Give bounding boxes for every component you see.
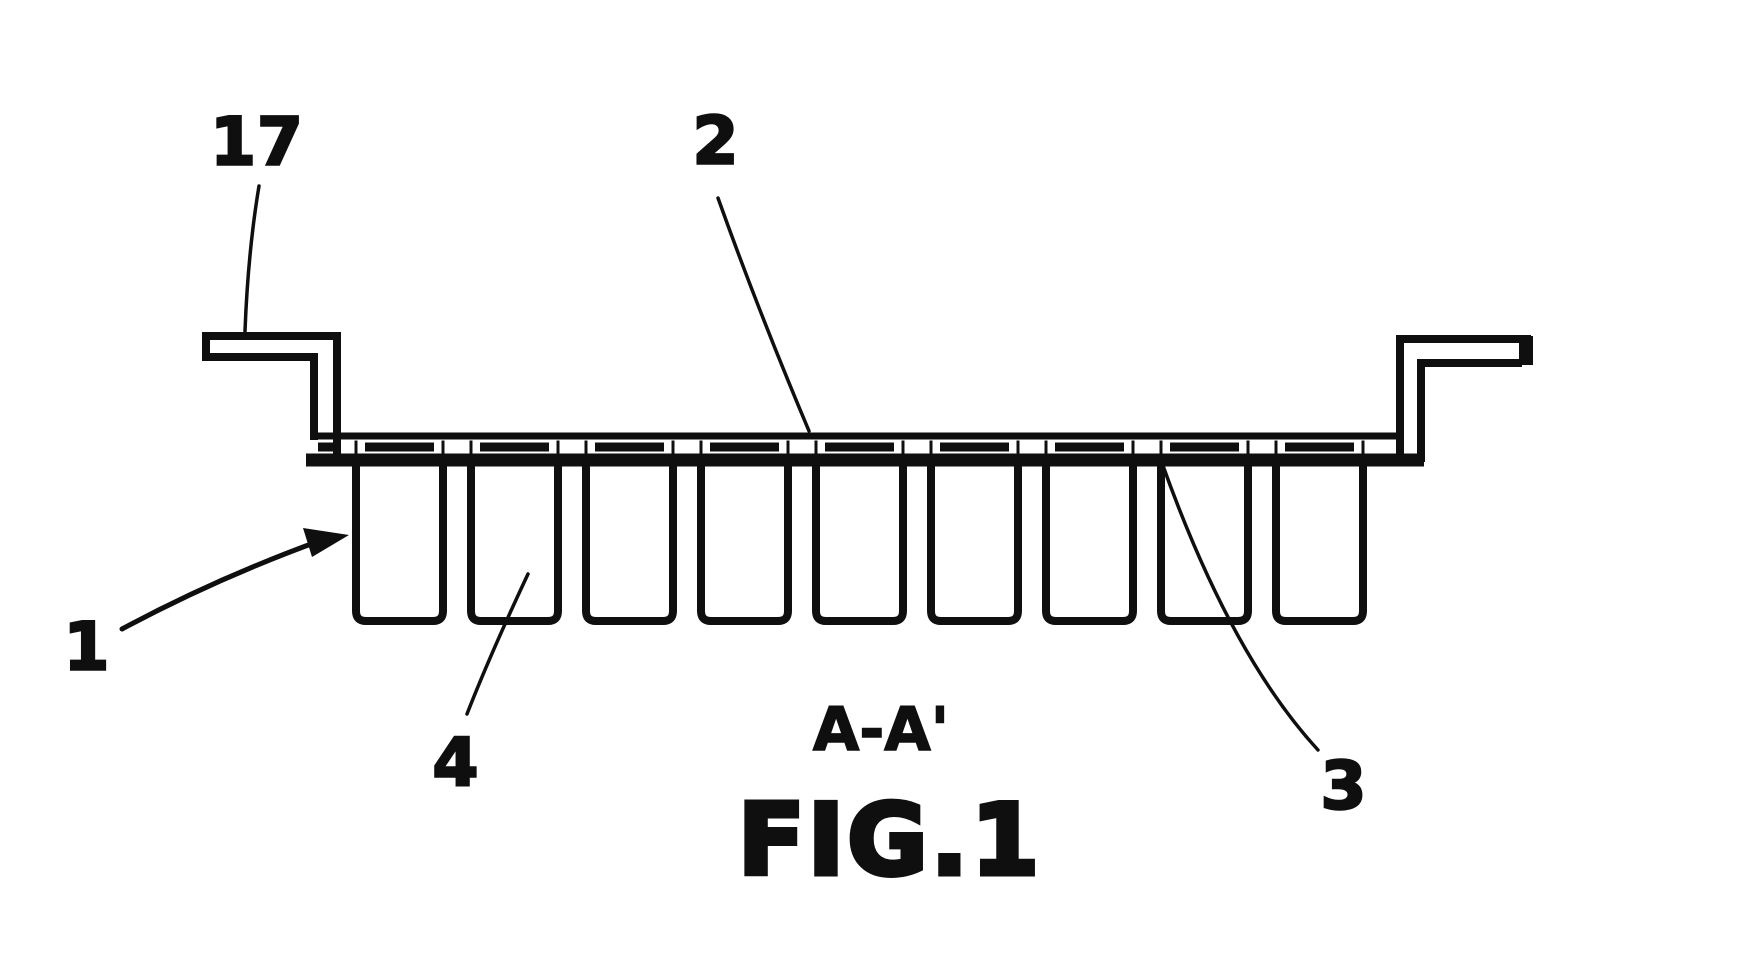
tooth-outline	[1157, 458, 1252, 625]
tooth-outline	[582, 458, 677, 625]
tooth-outline	[467, 458, 562, 625]
left-flange-profile	[202, 332, 341, 462]
ref-label-4: 4	[431, 723, 480, 803]
leader-line-3	[1160, 461, 1320, 752]
ref-label-2: 2	[691, 101, 740, 181]
leader-arrow-shaft-1	[119, 537, 325, 632]
tooth-outline	[697, 458, 792, 625]
teeth-row	[352, 440, 1367, 625]
tooth-outline	[812, 458, 907, 625]
figure-caption: FIG.1	[735, 782, 1043, 901]
tooth-outline	[352, 458, 447, 625]
leader-arrow-head-1	[303, 528, 349, 557]
leader-line-2	[716, 196, 811, 433]
tooth-outline	[1042, 458, 1137, 625]
right-flange-tip-cap	[1519, 336, 1533, 365]
ref-label-1: 1	[62, 607, 111, 687]
ref-label-3: 3	[1319, 746, 1368, 826]
ref-label-17: 17	[209, 102, 304, 182]
tooth-outline	[1272, 458, 1367, 625]
tooth-outline	[927, 458, 1022, 625]
leader-line-17	[243, 184, 261, 333]
right-flange-profile-inner	[1417, 359, 1522, 462]
section-title: A-A'	[812, 694, 950, 766]
leader-line-4	[465, 572, 530, 716]
